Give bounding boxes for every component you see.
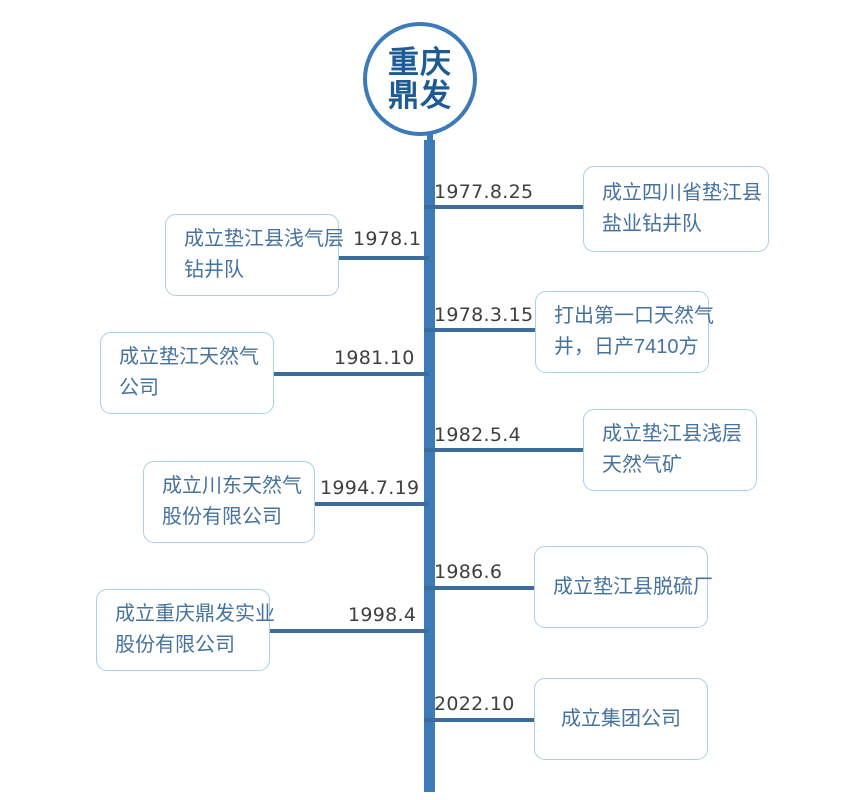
event-text-line: 钻井队 xyxy=(184,259,244,281)
logo-text-line-2: 鼎发 xyxy=(388,78,452,113)
event-text-line: 成立垫江天然气 xyxy=(119,346,259,368)
connector-event-0 xyxy=(424,205,586,209)
event-box-4[interactable]: 成立垫江县浅层 天然气矿 xyxy=(583,409,757,491)
event-text-line: 打出第一口天然气 xyxy=(554,305,714,327)
date-label-event-0: 1977.8.25 xyxy=(434,181,534,203)
event-text-line: 成立集团公司 xyxy=(561,707,681,730)
connector-event-7 xyxy=(265,629,429,633)
event-text-line: 盐业钻井队 xyxy=(602,213,702,235)
date-label-event-2: 1978.3.15 xyxy=(434,304,534,326)
connector-event-3 xyxy=(269,372,429,376)
event-text-line: 股份有限公司 xyxy=(162,506,282,528)
timeline-spine xyxy=(424,140,435,792)
event-text-line: 成立垫江县浅气层 xyxy=(184,228,344,250)
event-text-line: 成立四川省垫江县 xyxy=(602,182,762,204)
event-text-line: 天然气矿 xyxy=(602,454,682,476)
event-text-line: 成立垫江县脱硫厂 xyxy=(553,575,713,598)
event-box-5[interactable]: 成立川东天然气 股份有限公司 xyxy=(143,461,315,543)
company-logo: 重庆 鼎发 xyxy=(363,22,477,136)
date-label-event-4: 1982.5.4 xyxy=(434,424,522,446)
date-label-event-6: 1986.6 xyxy=(434,561,503,583)
connector-event-5 xyxy=(310,502,429,506)
event-text-line: 成立重庆鼎发实业 xyxy=(115,603,275,625)
date-label-event-1: 1978.1 xyxy=(353,228,422,250)
event-box-0[interactable]: 成立四川省垫江县 盐业钻井队 xyxy=(583,166,769,252)
date-label-event-8: 2022.10 xyxy=(434,693,515,715)
event-box-3[interactable]: 成立垫江天然气 公司 xyxy=(100,332,274,414)
connector-event-6 xyxy=(424,586,538,590)
event-box-6[interactable]: 成立垫江县脱硫厂 xyxy=(534,546,713,628)
event-text-line: 股份有限公司 xyxy=(115,634,235,656)
event-text-line: 成立川东天然气 xyxy=(162,475,302,497)
event-box-7[interactable]: 成立重庆鼎发实业 股份有限公司 xyxy=(96,589,275,671)
event-box-8[interactable]: 成立集团公司 xyxy=(534,678,708,760)
event-text-line: 成立垫江县浅层 xyxy=(602,423,742,445)
event-text-line: 井，日产7410方 xyxy=(554,336,699,358)
event-box-1[interactable]: 成立垫江县浅气层 钻井队 xyxy=(165,214,344,296)
date-label-event-5: 1994.7.19 xyxy=(320,477,420,499)
connector-event-1 xyxy=(334,256,429,260)
date-label-event-7: 1998.4 xyxy=(348,604,417,626)
event-text-line: 公司 xyxy=(119,377,159,399)
connector-event-8 xyxy=(424,718,538,722)
connector-event-2 xyxy=(424,328,539,332)
connector-event-4 xyxy=(424,448,587,452)
logo-text-line-1: 重庆 xyxy=(388,44,452,80)
date-label-event-3: 1981.10 xyxy=(334,347,415,369)
event-box-2[interactable]: 打出第一口天然气 井，日产7410方 xyxy=(535,291,714,373)
